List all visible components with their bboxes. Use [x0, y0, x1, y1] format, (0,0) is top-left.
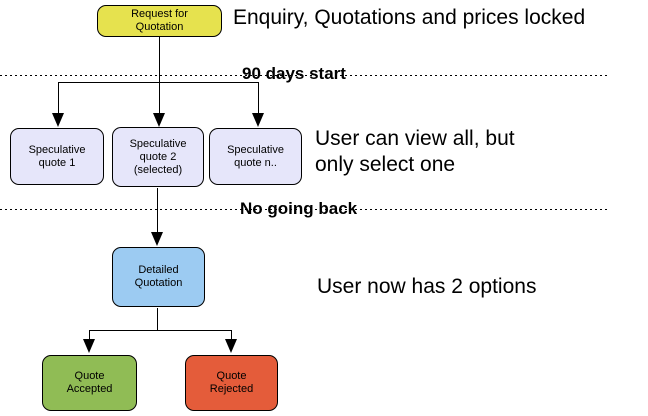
milestone-divider-1	[0, 75, 607, 76]
connector-branch1-horizontal	[58, 82, 259, 83]
arrowhead-to-specn	[252, 113, 264, 127]
connector-spec2-down	[157, 188, 158, 233]
milestone-90-days-start: 90 days start	[242, 64, 346, 83]
node-speculative-quote-n: Speculative quote n..	[209, 128, 302, 185]
arrowhead-to-accepted	[83, 339, 95, 353]
connector-branch1-right	[258, 82, 259, 114]
node-speculative-quote-2-selected: Speculative quote 2 (selected)	[112, 127, 204, 187]
annotation-enquiry: Enquiry, Quotations and prices locked	[233, 6, 586, 29]
node-accepted-label: Quote Accepted	[66, 370, 113, 395]
annotation-two-options: User now has 2 options	[317, 275, 537, 298]
connector-branch2-left	[89, 330, 90, 340]
milestone-no-going-back: No going back	[240, 199, 358, 218]
node-spec2-label: Speculative quote 2 (selected)	[129, 137, 187, 176]
node-request-label: Request for Quotation	[131, 8, 188, 33]
node-specn-label: Speculative quote n..	[227, 143, 284, 169]
node-detailed-quotation: Detailed Quotation	[112, 247, 205, 307]
node-request-for-quotation: Request for Quotation	[97, 5, 222, 37]
milestone-divider-2	[0, 209, 607, 210]
arrowhead-to-spec2	[153, 113, 165, 127]
arrowhead-to-spec1	[52, 113, 64, 127]
connector-branch1-middle	[159, 82, 160, 114]
annotation-user-can-view: User can view all, but only select one	[315, 126, 515, 178]
arrowhead-to-detailed	[151, 232, 163, 246]
annotation-user-can-view-line1: User can view all, but	[315, 127, 515, 150]
connector-branch1-left	[58, 82, 59, 114]
connector-request-down	[159, 37, 160, 83]
annotation-user-can-view-line2: only select one	[315, 153, 456, 176]
node-quote-accepted: Quote Accepted	[42, 355, 137, 411]
connector-branch2-right	[231, 330, 232, 340]
connector-detailed-down	[157, 308, 158, 331]
node-spec1-label: Speculative quote 1	[28, 143, 86, 169]
arrowhead-to-rejected	[225, 339, 237, 353]
node-rejected-label: Quote Rejected	[209, 370, 254, 395]
node-speculative-quote-1: Speculative quote 1	[10, 128, 104, 185]
node-quote-rejected: Quote Rejected	[185, 355, 278, 411]
connector-branch2-horizontal	[89, 330, 232, 331]
node-detailed-label: Detailed Quotation	[134, 264, 183, 289]
